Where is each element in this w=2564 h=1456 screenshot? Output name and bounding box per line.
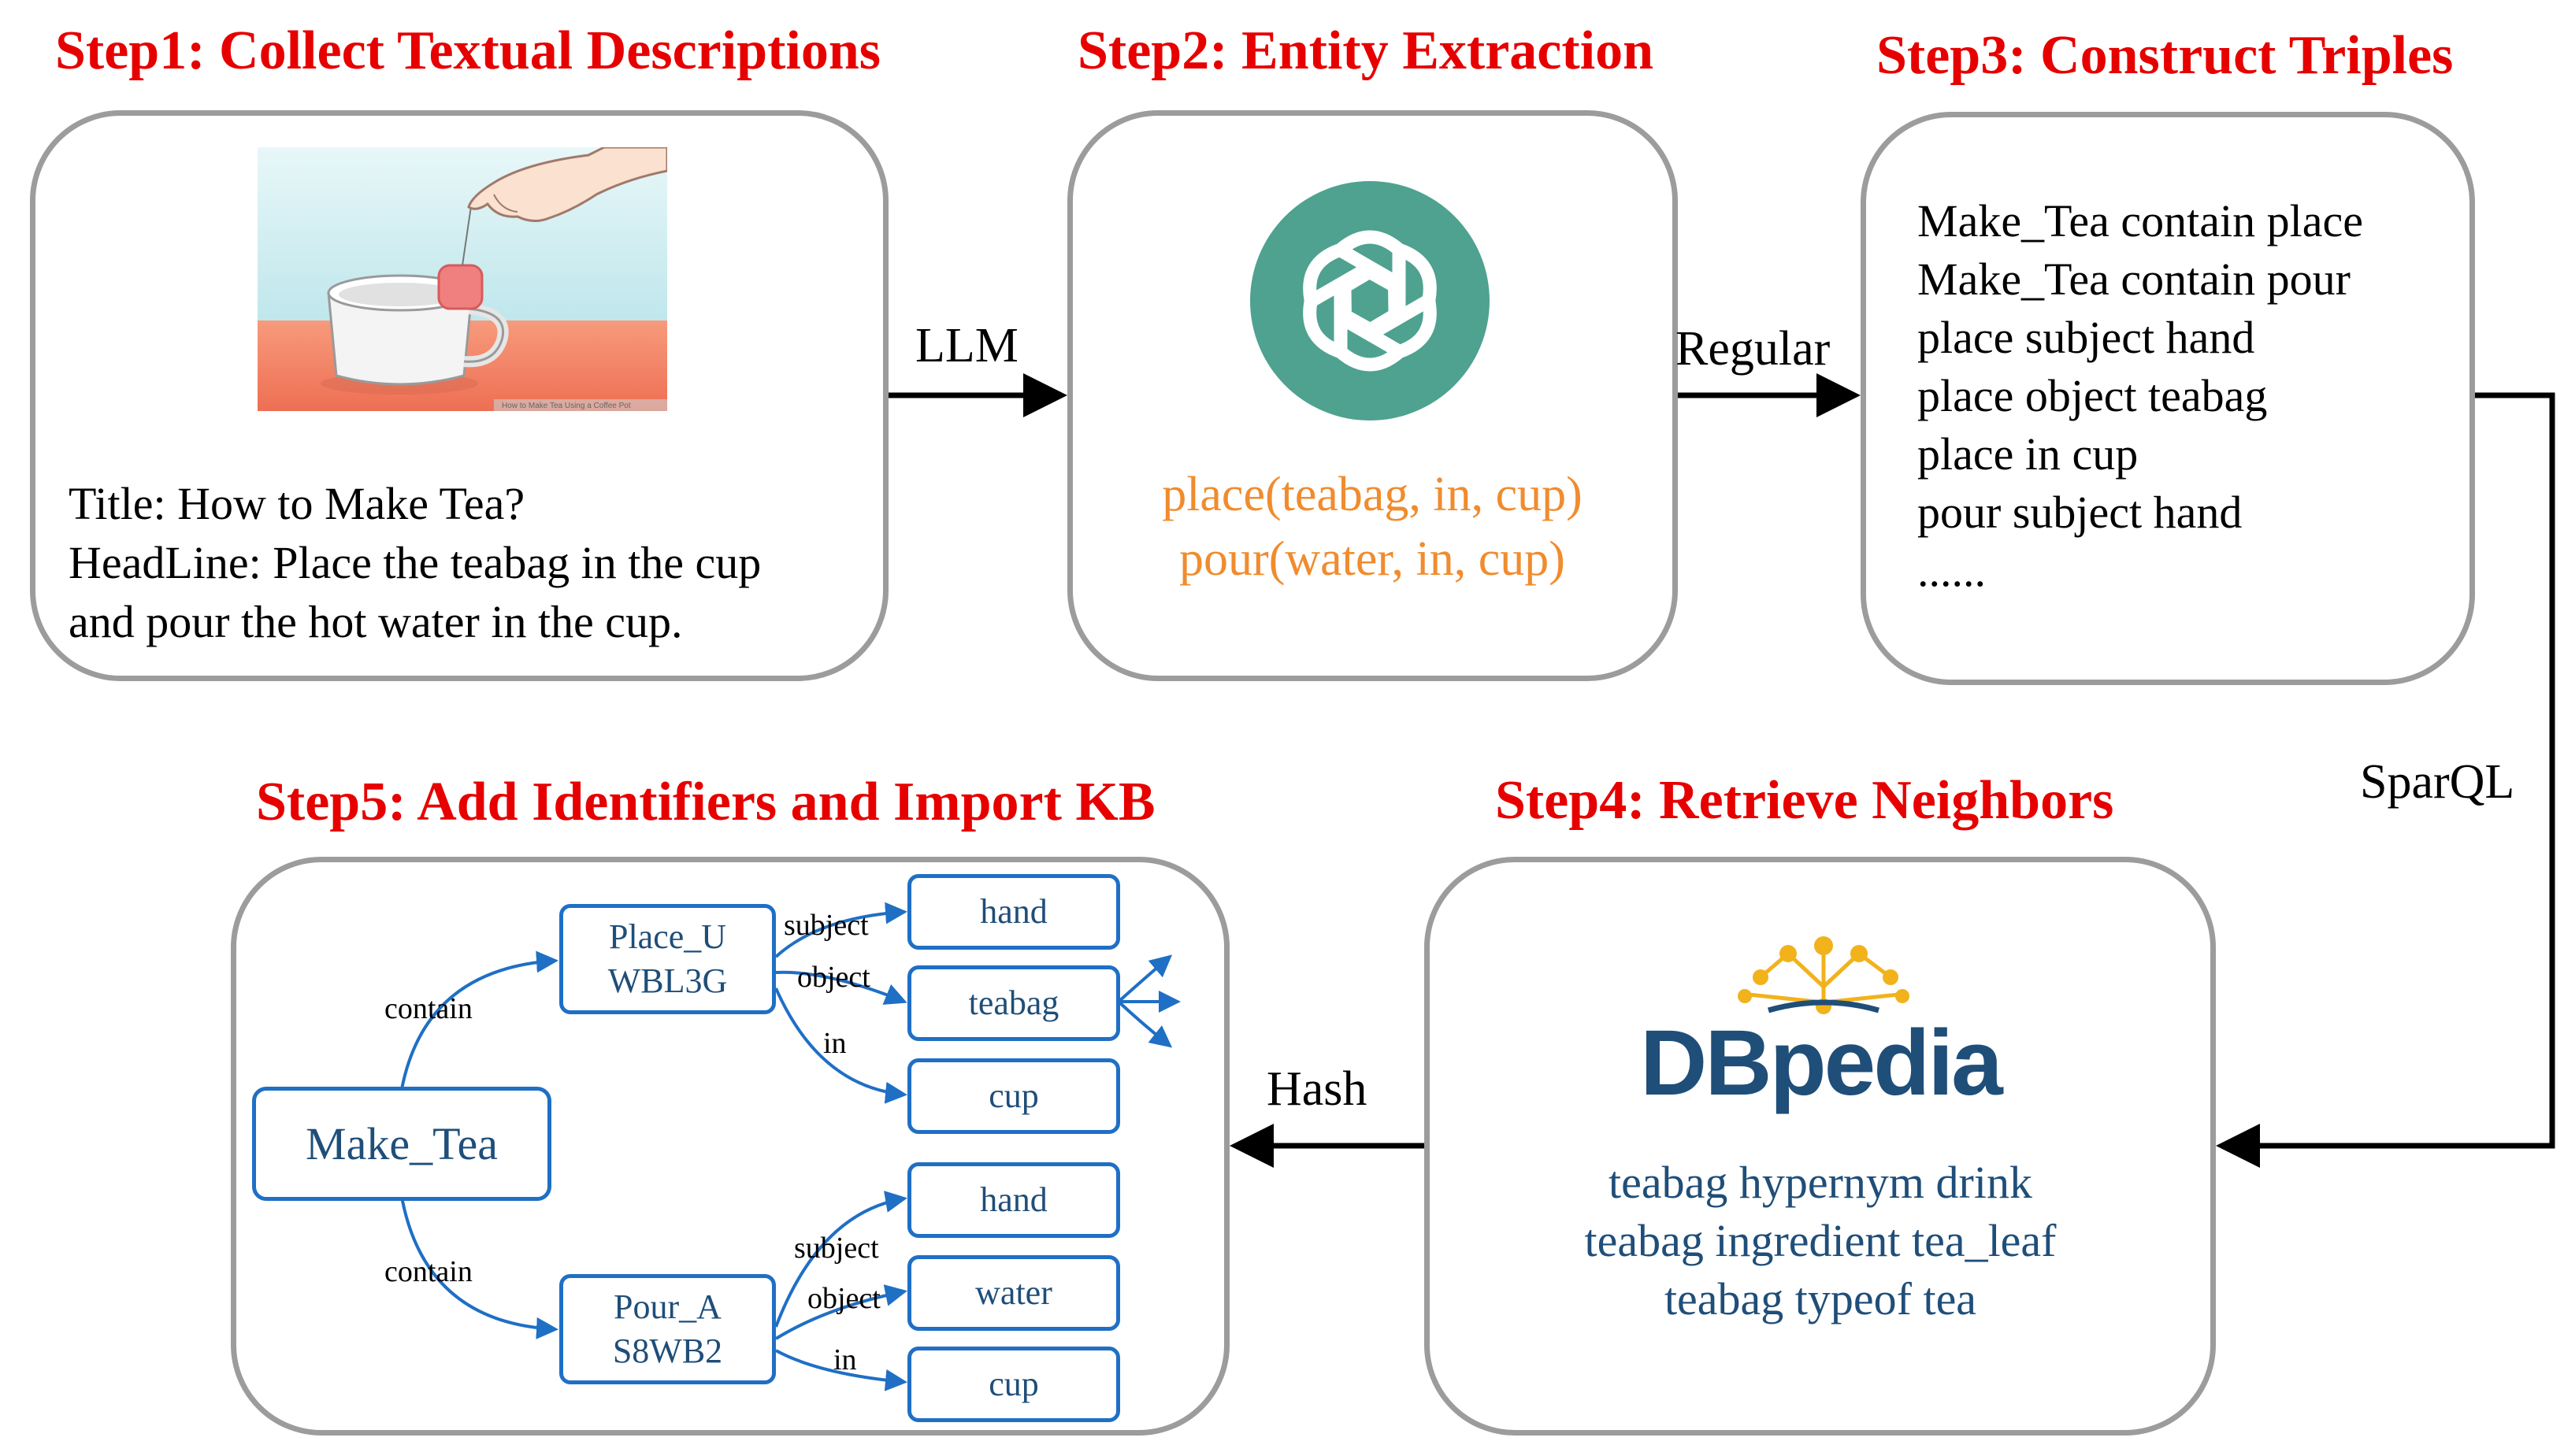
step1-text: Title: How to Make Tea? HeadLine: Place … xyxy=(69,474,761,651)
neighbor-line: teabag typeof tea xyxy=(1664,1273,1977,1324)
step4-text: teabag hypernym drink teabag ingredient … xyxy=(1430,1154,2211,1328)
step3-title: Step3: Construct Triples xyxy=(1876,25,2454,86)
edge-label-contain: contain xyxy=(384,992,473,1025)
step4-box: DBpedia teabag hypernym drink teabag ing… xyxy=(1424,857,2216,1436)
node-teabag: teabag xyxy=(907,965,1120,1041)
node-pour: Pour_A S8WB2 xyxy=(559,1274,776,1384)
node-place-line: Place_U xyxy=(608,917,727,956)
step1-line: Title: How to Make Tea? xyxy=(69,478,525,529)
label-hash: Hash xyxy=(1267,1062,1367,1116)
node-pour-line: Pour_A xyxy=(614,1287,722,1326)
edge-label-contain: contain xyxy=(384,1255,473,1288)
step1-line: and pour the hot water in the cup. xyxy=(69,596,683,647)
step4-title: Step4: Retrieve Neighbors xyxy=(1495,770,2114,831)
node-hand: hand xyxy=(907,1162,1120,1238)
step2-text: place(teabag, in, cup) pour(water, in, c… xyxy=(1073,462,1672,591)
triple-line: ...... xyxy=(1917,545,1986,596)
edge-teabag-expand-up xyxy=(1117,954,1173,1003)
step3-text: Make_Tea contain place Make_Tea contain … xyxy=(1917,192,2363,600)
edge-label-subject: subject xyxy=(794,1232,879,1265)
triple-line: Make_Tea contain pour xyxy=(1917,254,2351,305)
dbpedia-logo-text: DBpedia xyxy=(1640,1011,2003,1115)
edge-contain-place xyxy=(400,950,558,1090)
step2-title: Step2: Entity Extraction xyxy=(1078,20,1654,81)
node-make-tea: Make_Tea xyxy=(252,1087,551,1201)
teabag-in-cup-illustration: How to Make Tea Using a Coffee Pot xyxy=(258,146,669,411)
dbpedia-dots-icon xyxy=(1658,932,1989,1018)
edge-place-subject xyxy=(774,902,907,958)
edge-place-in xyxy=(774,987,907,1104)
label-regular: Regular xyxy=(1675,322,1831,376)
edge-label-object: object xyxy=(797,961,870,994)
entity-line: place(teabag, in, cup) xyxy=(1162,468,1583,521)
openai-logo-icon xyxy=(1248,179,1492,423)
step5-title: Step5: Add Identifiers and Import KB xyxy=(256,772,1156,832)
step1-line: HeadLine: Place the teabag in the cup xyxy=(69,537,762,588)
edge-place-object xyxy=(775,970,907,1005)
triple-line: pour subject hand xyxy=(1917,487,2243,538)
edge-label-in: in xyxy=(833,1343,857,1376)
arrow-sparql xyxy=(2216,392,2555,1168)
node-place: Place_U WBL3G xyxy=(559,904,776,1014)
edge-teabag-expand-down xyxy=(1117,1000,1173,1048)
entity-line: pour(water, in, cup) xyxy=(1179,532,1565,586)
triple-line: place in cup xyxy=(1917,428,2139,480)
node-cup: cup xyxy=(907,1347,1120,1422)
edge-label-object: object xyxy=(807,1282,881,1315)
neighbor-line: teabag hypernym drink xyxy=(1609,1157,2032,1208)
edge-contain-pour xyxy=(400,1196,558,1339)
triple-line: place subject hand xyxy=(1917,312,2255,363)
edge-pour-in xyxy=(775,1349,907,1391)
illustration-caption: How to Make Tea Using a Coffee Pot xyxy=(502,402,631,410)
node-cup: cup xyxy=(907,1058,1120,1134)
step1-box: How to Make Tea Using a Coffee Pot Title… xyxy=(30,110,889,681)
node-place-line: WBL3G xyxy=(607,961,728,1000)
step2-box: place(teabag, in, cup) pour(water, in, c… xyxy=(1067,110,1678,681)
label-sparql: SparQL xyxy=(2360,755,2515,809)
edge-label-subject: subject xyxy=(784,909,869,942)
neighbor-line: teabag ingredient tea_leaf xyxy=(1584,1215,2057,1266)
triple-line: place object teabag xyxy=(1917,370,2268,421)
step1-title: Step1: Collect Textual Descriptions xyxy=(55,20,881,81)
node-pour-line: S8WB2 xyxy=(612,1332,723,1370)
step3-box: Make_Tea contain place Make_Tea contain … xyxy=(1861,112,2475,685)
node-water: water xyxy=(907,1255,1120,1331)
edge-pour-object xyxy=(774,1284,907,1340)
node-hand: hand xyxy=(907,874,1120,950)
label-llm: LLM xyxy=(915,319,1019,372)
triple-line: Make_Tea contain place xyxy=(1917,195,2363,246)
edge-label-in: in xyxy=(823,1027,847,1060)
edge-pour-subject xyxy=(774,1191,907,1328)
